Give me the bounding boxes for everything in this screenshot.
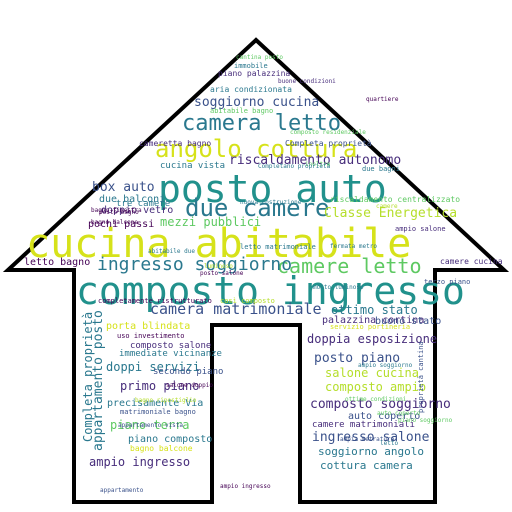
cloud-word-cottura-camera: cottura camera [320, 459, 413, 472]
cloud-word-aria-condizionata: aria condizionata [210, 85, 292, 94]
cloud-word-matrimoniale-bagno: matrimoniale bagno [120, 408, 196, 416]
cloud-word-mezzi-pubblici: mezzi pubblici [160, 215, 262, 229]
cloud-word-completano-proprieta: Completano proprietà [258, 163, 331, 170]
cloud-word-pochi-passi: pochi passi [88, 219, 155, 230]
cloud-word-composto-ingresso: composto ingresso [76, 269, 465, 313]
cloud-word-riscaldamento-autonomo: riscaldamento autonomo [229, 153, 402, 168]
cloud-word-camere-letto: camere letto [277, 254, 422, 278]
cloud-word-ampio-soggiorno: ampio soggiorno [358, 362, 413, 369]
cloud-word-quartiere: quartiere [366, 96, 399, 103]
cloud-word-auto-coperto-2: auto coperto [377, 410, 421, 417]
cloud-word-tre-camere: tre camere [116, 199, 171, 209]
cloud-word-buone-condizioni: buone condizioni [278, 78, 336, 85]
cloud-word-proprieta-cantina: proprietà cantina [417, 341, 425, 413]
cloud-word-cucina-vista: cucina vista [160, 161, 226, 171]
cloud-word-letto-matrimoniale: letto matrimoniale [240, 243, 316, 251]
cloud-word-due-bagni: due bagni [362, 165, 400, 173]
cloud-word-camere-cucina: camere cucina [440, 257, 503, 266]
house-outline-path [2, 37, 510, 504]
cloud-word-ingresso-soggiorno: ingresso soggiorno [97, 254, 293, 275]
cloud-word-precisamente-via: precisamente Via [107, 398, 204, 409]
cloud-word-cucina-abitabile: cucina abitabile [26, 221, 412, 267]
cloud-word-ottime-condizioni: ottime condizioni [345, 396, 407, 403]
cloud-word-doppia-esposizione: doppia esposizione [307, 332, 438, 346]
cloud-word-cameretta-bagno: cameretta bagno [139, 139, 212, 148]
cloud-word-composto-salone: composto salone [130, 341, 212, 351]
cloud-word-palazzina-cortina: palazzina cortina [322, 315, 425, 326]
cloud-word-ingresso-salone: ingresso salone [312, 430, 430, 445]
cloud-word-bagno-finestra: bagno finestra [91, 207, 142, 214]
cloud-word-terzo-piano: terzo piano [424, 278, 471, 286]
cloud-word-ampio-ingresso-2: ampio ingresso [220, 483, 271, 490]
cloud-word-cosi-composto: così composto [220, 297, 275, 305]
cloud-word-camera-letto: camera letto [182, 111, 341, 136]
cloud-word-abitabile-due: abitabile due [148, 248, 195, 255]
cloud-word-piano-terra: piano terra [110, 418, 190, 432]
cloud-word-fermata-metro: fermata metro [330, 243, 377, 250]
cloud-word-secondo-piano: secondo piano [153, 367, 224, 377]
cloud-word-posto-auto: posto auto [158, 167, 387, 211]
cloud-word-camera-matrimoniale: camera matrimoniale [150, 300, 322, 318]
cloud-word-molto-luminoso: molto luminoso [313, 284, 364, 291]
cloud-word-classe-energetica: Classe Energetica [324, 206, 458, 221]
cloud-word-ampia-metratura: ampia metratura [340, 436, 395, 443]
cloud-word-letto: letto [380, 440, 399, 447]
cloud-word-doppi-servizi: doppi servizi [106, 360, 200, 374]
cloud-word-bagno-balcone: bagno balcone [130, 444, 193, 453]
cloud-word-completa-proprieta-2: Completa proprietà [285, 139, 372, 148]
cloud-word-abitabile-bagno: abitabile bagno [210, 107, 274, 115]
cloud-word-primo-piano: primo piano [120, 379, 200, 393]
cloud-word-riscaldamento-centralizzato: riscaldamento centralizzato [330, 195, 461, 204]
cloud-word-uso-investimento: uso investimento [117, 332, 185, 340]
cloud-word-salone-cucina: salone cucina [325, 366, 419, 380]
cloud-word-bagno-balcone-2: bagno balcone [91, 219, 138, 226]
cloud-word-completa-proprieta: Completa proprietà [81, 311, 95, 442]
cloud-word-posto-bagno: posto bagno [99, 209, 139, 216]
cloud-word-nuova-costruzione: nuova costruzione [240, 199, 302, 206]
cloud-word-immobile: immobile [234, 62, 268, 70]
cloud-word-posto-salone: posto salone [200, 270, 244, 277]
cloud-word-composto-ampio: composto ampio [325, 380, 427, 394]
cloud-word-camere-matrimoniali: camere matrimoniali [312, 420, 415, 430]
cloud-word-posto-piano: posto piano [314, 351, 401, 366]
cloud-word-completamente-ristrutturato: completamente ristrutturato [98, 297, 212, 305]
cloud-word-piano-composto: piano composto [128, 434, 213, 445]
cloud-word-box-auto: box auto [92, 180, 155, 195]
cloud-word-servizio-portineria: servizio portineria [330, 323, 411, 331]
cloud-word-soggiorno-cucina: soggiorno cucina [194, 95, 320, 110]
cloud-word-angolo-cottura: angolo cottura [155, 135, 358, 163]
cloud-word-piano-palazzina: piano palazzina [218, 69, 291, 78]
cloud-word-appartamento-vista: appartamento vista [118, 422, 184, 429]
cloud-word-inoltre: inoltre [305, 161, 331, 168]
cloud-word-cantina-posto: cantina posto [236, 54, 283, 61]
cloud-word-ampio-ingresso: ampio ingresso [89, 455, 191, 469]
cloud-word-luminoso: luminoso [204, 263, 233, 270]
cloud-word-bagno-ripostiglio: bagno ripostiglio [135, 397, 197, 404]
cloud-word-camere: camere [376, 203, 398, 210]
cloud-word-piano-soggiorno: piano soggiorno [398, 417, 453, 424]
cloud-word-soggiorno-angolo: soggiorno angolo [318, 445, 424, 458]
cloud-word-auto-coperto: auto coperto [348, 411, 421, 422]
cloud-word-doppio-vetro: doppio vetro [101, 205, 174, 216]
cloud-word-ampio-salone: ampio salone [395, 225, 446, 233]
cloud-word-due-camere: due camere [185, 194, 330, 222]
cloud-word-buono-stato: buono stato [375, 316, 442, 327]
cloud-word-immediate-vicinanze: immediate vicinanze [119, 349, 222, 359]
cloud-word-letto-bagno: letto bagno [24, 257, 91, 268]
cloud-word-salone-doppio: salone doppio [166, 382, 213, 389]
cloud-word-appartamento: appartamento [100, 487, 144, 494]
cloud-word-composto-soggiorno: composto soggiorno [310, 397, 451, 412]
cloud-word-due-balconi: due balconi [99, 194, 166, 205]
cloud-word-composto-residenziale: composto residenziale [290, 129, 366, 136]
cloud-word-ottimo-stato: ottimo stato [331, 303, 418, 317]
cloud-word-porta-blindata: porta blindata [106, 321, 191, 332]
